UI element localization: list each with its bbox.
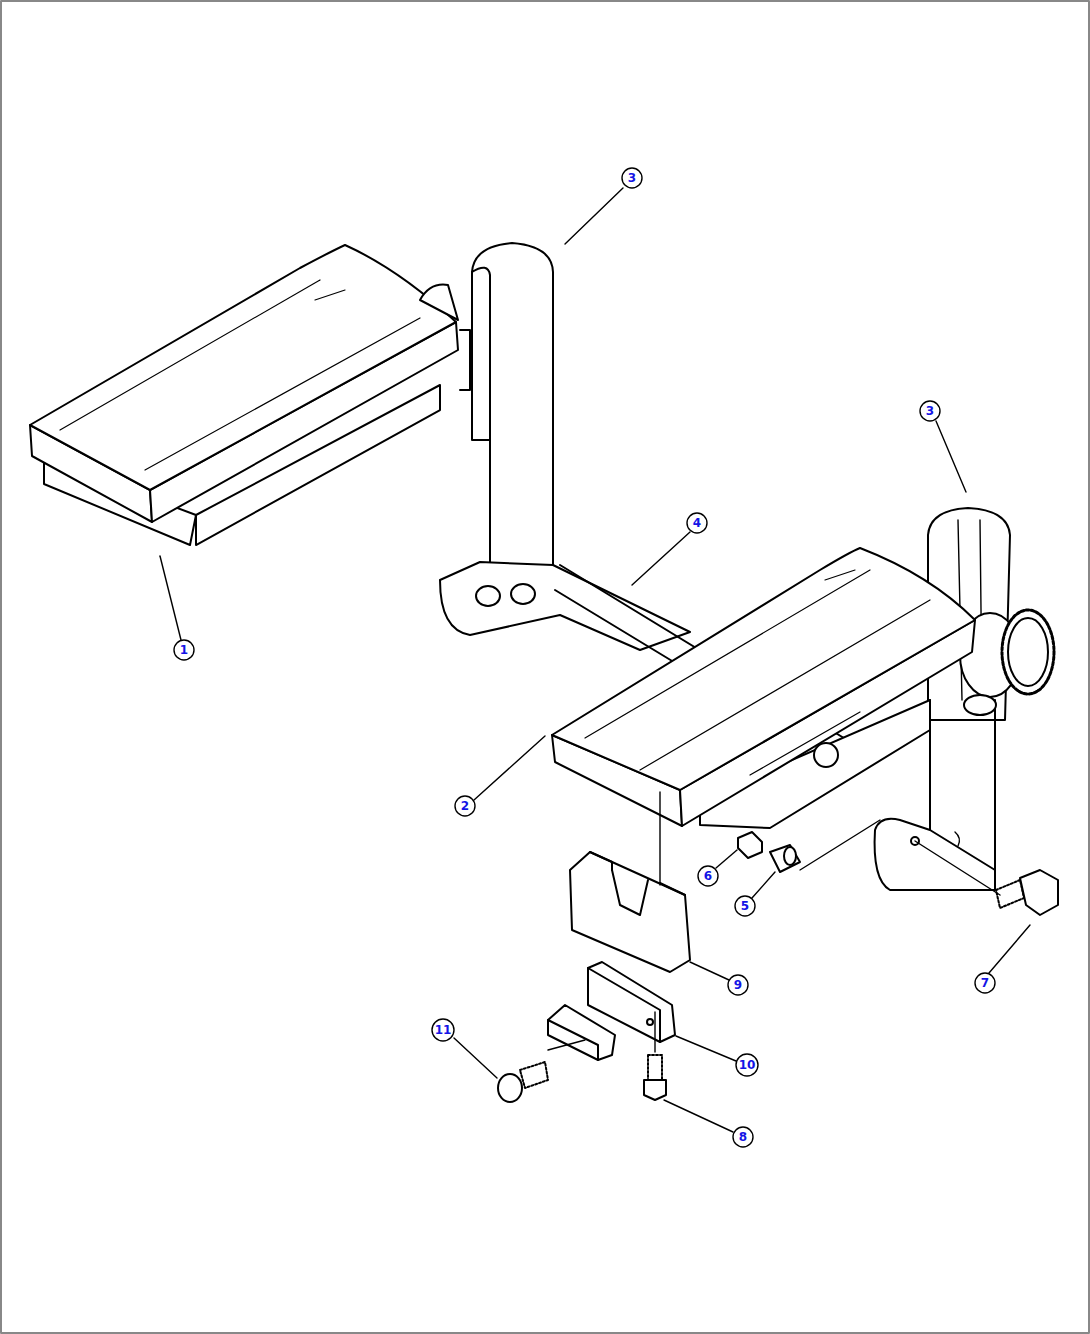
screw-11 <box>498 1074 522 1102</box>
assembly-line <box>654 1012 655 1052</box>
upright-bracket <box>472 243 553 565</box>
upright-bracket <box>472 272 490 440</box>
callout-number: 9 <box>733 976 744 994</box>
callout-circle <box>698 866 718 886</box>
upright-bracket <box>476 586 500 606</box>
armrest-pad <box>585 570 870 738</box>
callout-number: 6 <box>703 867 714 885</box>
knob <box>1002 610 1054 694</box>
leader-line <box>160 556 181 640</box>
callout-number: 7 <box>980 974 991 992</box>
bolt-7 <box>996 880 1024 908</box>
bolt-7 <box>1020 870 1058 915</box>
cradle-9 <box>612 870 648 915</box>
bolt-7 <box>996 870 1058 915</box>
block-11 <box>548 1005 615 1060</box>
screw-11 <box>520 1062 548 1088</box>
leader-line <box>474 736 545 800</box>
upright-bracket <box>511 584 535 604</box>
knob <box>964 695 996 715</box>
leader-line <box>632 532 690 585</box>
armrest-pad <box>552 548 975 790</box>
callout-number: 3 <box>627 169 638 187</box>
assembly-line <box>548 792 1000 1052</box>
screw-8 <box>648 1055 662 1080</box>
callout-circle <box>622 168 642 188</box>
assembly-line <box>915 841 1000 895</box>
leader-line <box>454 1038 497 1078</box>
leader-line <box>752 872 775 898</box>
callout-number: 8 <box>738 1128 749 1146</box>
assembly-line <box>800 820 880 870</box>
callout-circle <box>728 975 748 995</box>
callout-number: 11 <box>434 1021 453 1039</box>
armrest-pad <box>30 245 456 490</box>
leader-line <box>676 1036 736 1061</box>
callout-circle <box>432 1019 454 1041</box>
leader-line <box>160 188 1030 1132</box>
armrest-pad <box>145 318 420 470</box>
assembly-line <box>548 1040 585 1050</box>
callout-number: 4 <box>692 514 703 532</box>
leader-line <box>989 925 1030 973</box>
callout-number: 10 <box>738 1056 757 1074</box>
armrest-pad <box>420 285 458 320</box>
leader-line <box>716 850 737 868</box>
armrest-pad <box>825 570 855 580</box>
armrest-pad <box>552 548 975 828</box>
leader-line <box>690 962 729 980</box>
callout-circle <box>687 513 707 533</box>
block-11 <box>548 1005 615 1060</box>
callout-circle <box>736 1054 758 1076</box>
cradle-9 <box>570 852 690 972</box>
callout-circle <box>733 1127 753 1147</box>
upright-bracket <box>955 832 959 846</box>
screw-8 <box>644 1080 666 1100</box>
armrest-pad <box>315 290 345 300</box>
bushing-5 <box>784 847 796 865</box>
bushing-5 <box>770 845 800 872</box>
spacer-6 <box>738 832 762 858</box>
cradle-9 <box>660 883 685 895</box>
armrest-pad <box>60 280 320 430</box>
upright-bracket <box>440 243 690 650</box>
callout-circle <box>920 401 940 421</box>
armrest-pad <box>750 712 860 775</box>
upright-bracket <box>440 562 690 650</box>
block-10 <box>647 1019 653 1025</box>
armrest-pad <box>30 245 458 545</box>
knob <box>1008 618 1048 686</box>
cradle-9 <box>590 852 612 870</box>
callout-number: 2 <box>460 797 471 815</box>
callout-number: 1 <box>179 641 190 659</box>
callout-number: 5 <box>740 897 751 915</box>
callout-circle <box>735 896 755 916</box>
callout-circle <box>975 973 995 993</box>
callout-circle <box>174 168 995 1147</box>
callout-number: 3 <box>925 402 936 420</box>
screw-8 <box>644 1055 666 1100</box>
spacer-6 <box>738 832 762 858</box>
upright-bracket <box>460 330 470 390</box>
callout-circle <box>174 640 194 660</box>
leader-line <box>664 1100 733 1132</box>
block-11 <box>548 1020 598 1060</box>
screw-11 <box>498 1062 548 1102</box>
bushing-5 <box>770 845 800 872</box>
armrest-pad <box>814 743 838 767</box>
callout-circle <box>455 796 475 816</box>
assembly-line <box>659 792 660 885</box>
leader-line <box>936 421 966 492</box>
armrest-pad <box>640 600 930 770</box>
cradle-9 <box>570 852 690 972</box>
leader-line <box>565 188 623 244</box>
